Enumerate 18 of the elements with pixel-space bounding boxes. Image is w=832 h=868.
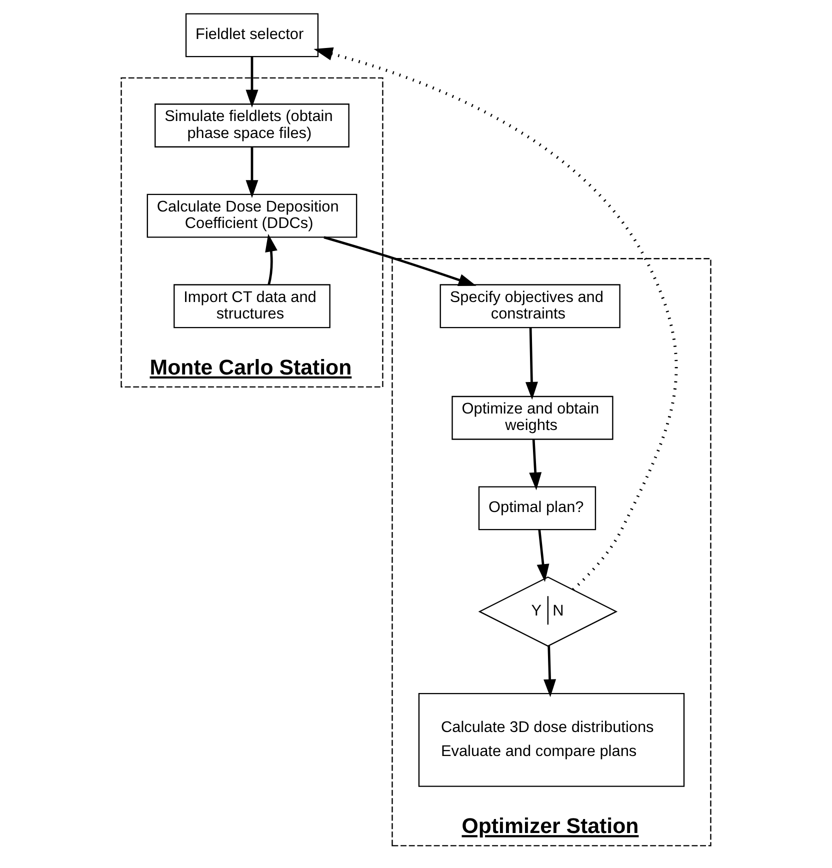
arrow: [314, 46, 678, 590]
arrow: [525, 327, 538, 400]
arrow: [536, 529, 550, 582]
node-box: Calculate 3D dose distributions Evaluate and compare plans: [418, 692, 685, 786]
arrow: [265, 233, 278, 284]
node-box: Import CT data and structures: [174, 284, 330, 328]
arrow: [529, 438, 542, 490]
node-box: Optimize and obtain weights: [452, 395, 614, 440]
node-box: Simulate fieldlets (obtain phase space files): [154, 103, 350, 147]
arrow: [324, 236, 476, 286]
node-box: Optimal plan?: [478, 486, 596, 530]
arrow: [544, 645, 556, 697]
node-box: Calculate Dose Deposition Coefficient (DDCs): [146, 193, 358, 238]
node-box: Fieldlet selector: [185, 12, 319, 57]
arrow: [246, 56, 258, 108]
node-box: Specify objectives and constraints: [440, 284, 620, 328]
node-diamond: Y N: [478, 576, 618, 646]
arrow: [246, 146, 258, 198]
